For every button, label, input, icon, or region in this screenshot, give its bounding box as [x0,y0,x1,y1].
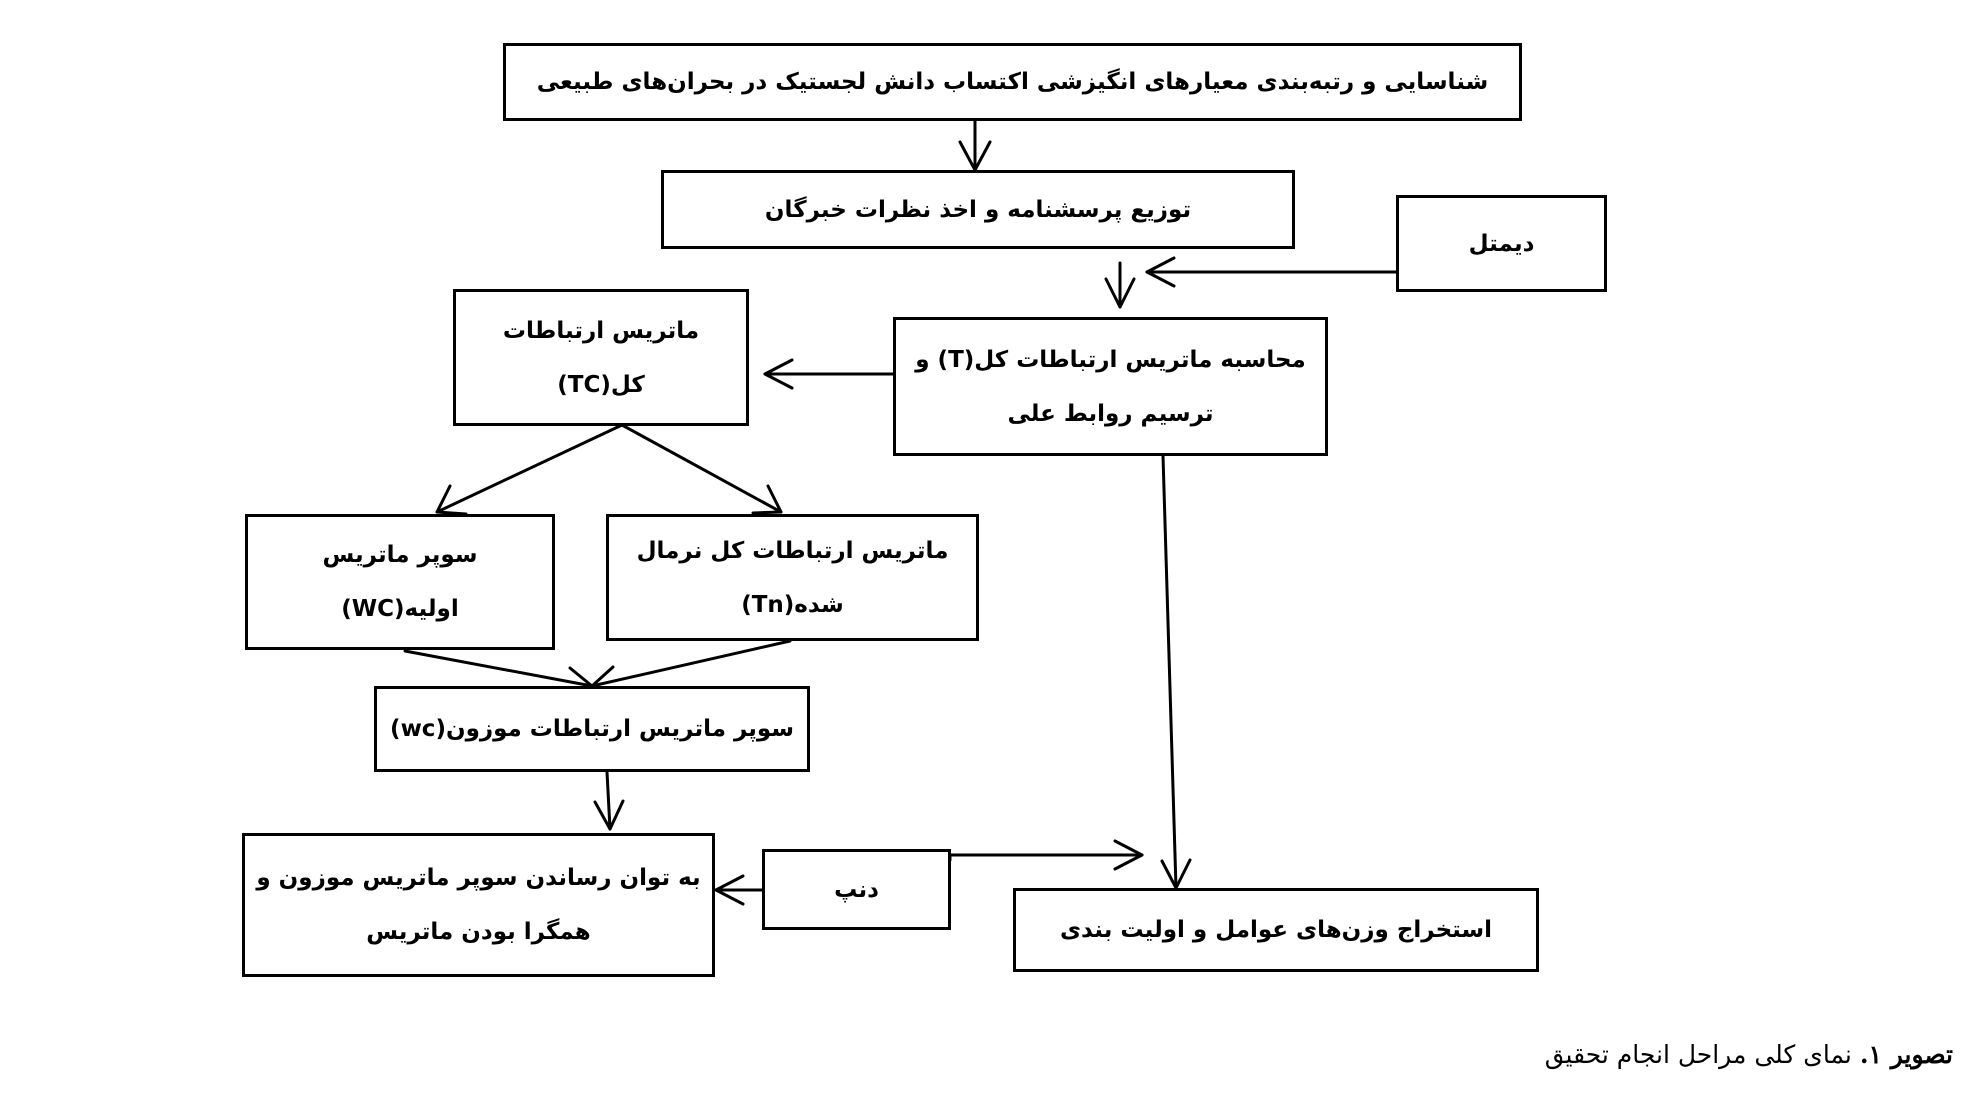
power-box-line2: همگرا بودن ماتریس [366,919,591,945]
arrow-dnp-to-power-head [714,874,745,906]
arrow-calc-to-tc-head [763,358,794,390]
weighted-supermatrix-box: سوپر ماتریس ارتباطات موزون(wc) [374,686,810,772]
normalized-matrix-line1: ماتریس ارتباطات کل نرمال [636,537,949,564]
arrow-tc-to-initial-head [435,484,468,516]
initial-supermatrix-line1: سوپر ماتریس [322,542,478,568]
arrow-dnp-to-weights [948,853,1144,862]
questionnaire-box-text: توزیع پرسشنامه و اخذ نظرات خبرگان [764,196,1192,223]
total-relation-calc-box: محاسبه ماتریس ارتباطات کل(T) و ترسیم روا… [893,317,1328,456]
dematel-box: دیمتل [1396,195,1607,292]
normalized-matrix-line2: شده(Tn) [741,591,844,618]
dnp-box: دنپ [762,849,951,930]
initial-supermatrix-line2: اولیه(WC) [341,596,459,622]
figure-caption: تصویر ۱. نمای کلی مراحل انجام تحقیق [1545,1040,1953,1069]
dnp-box-text: دنپ [834,876,879,903]
figure-caption-label: تصویر ۱. [1859,1040,1953,1069]
total-relation-calc-line1: محاسبه ماتریس ارتباطات کل(T) و [915,346,1306,373]
arrow-dnp-to-weights-head [1113,839,1144,871]
power-box-line1: به توان رساندن سوپر ماتریس موزون و [256,865,701,891]
power-box: به توان رساندن سوپر ماتریس موزون و همگرا… [242,833,715,977]
normalized-matrix-box: ماتریس ارتباطات کل نرمال شده(Tn) [606,514,979,641]
arrow-weighted-to-power [605,770,612,831]
arrow-weighted-to-power-head [593,799,625,831]
arrow-initial-to-weighted [403,649,594,688]
weighted-supermatrix-text: سوپر ماتریس ارتباطات موزون(wc) [390,716,794,742]
arrow-normalized-to-weighted [590,639,792,688]
title-box-text: شناسایی و رتبه‌بندی معیارهای انگیزشی اکت… [536,69,1489,95]
dematel-box-text: دیمتل [1468,230,1535,257]
arrow-tc-to-initial [435,423,624,514]
arrow-calc-to-weights [1161,454,1178,890]
tc-matrix-line1: ماتریس ارتباطات [502,317,700,344]
weights-box: استخراج وزن‌های عوامل و اولیت بندی [1013,888,1539,972]
total-relation-calc-line2: ترسیم روابط علی [1007,400,1214,427]
tc-matrix-box: ماتریس ارتباطات کل(TC) [453,289,749,426]
weights-box-text: استخراج وزن‌های عوامل و اولیت بندی [1059,917,1493,943]
arrow-tc-to-normalized [620,423,783,514]
tc-matrix-line2: کل(TC) [557,371,645,398]
title-box: شناسایی و رتبه‌بندی معیارهای انگیزشی اکت… [503,43,1522,121]
figure-caption-text: نمای کلی مراحل انجام تحقیق [1544,1040,1860,1069]
arrow-dematel-to-calc-head [1145,256,1176,288]
arrow-tc-to-normalized-head [751,484,783,515]
initial-supermatrix-box: سوپر ماتریس اولیه(WC) [245,514,555,650]
arrow-questionnaire-to-calc-head [1104,277,1136,309]
questionnaire-box: توزیع پرسشنامه و اخذ نظرات خبرگان [661,170,1295,249]
